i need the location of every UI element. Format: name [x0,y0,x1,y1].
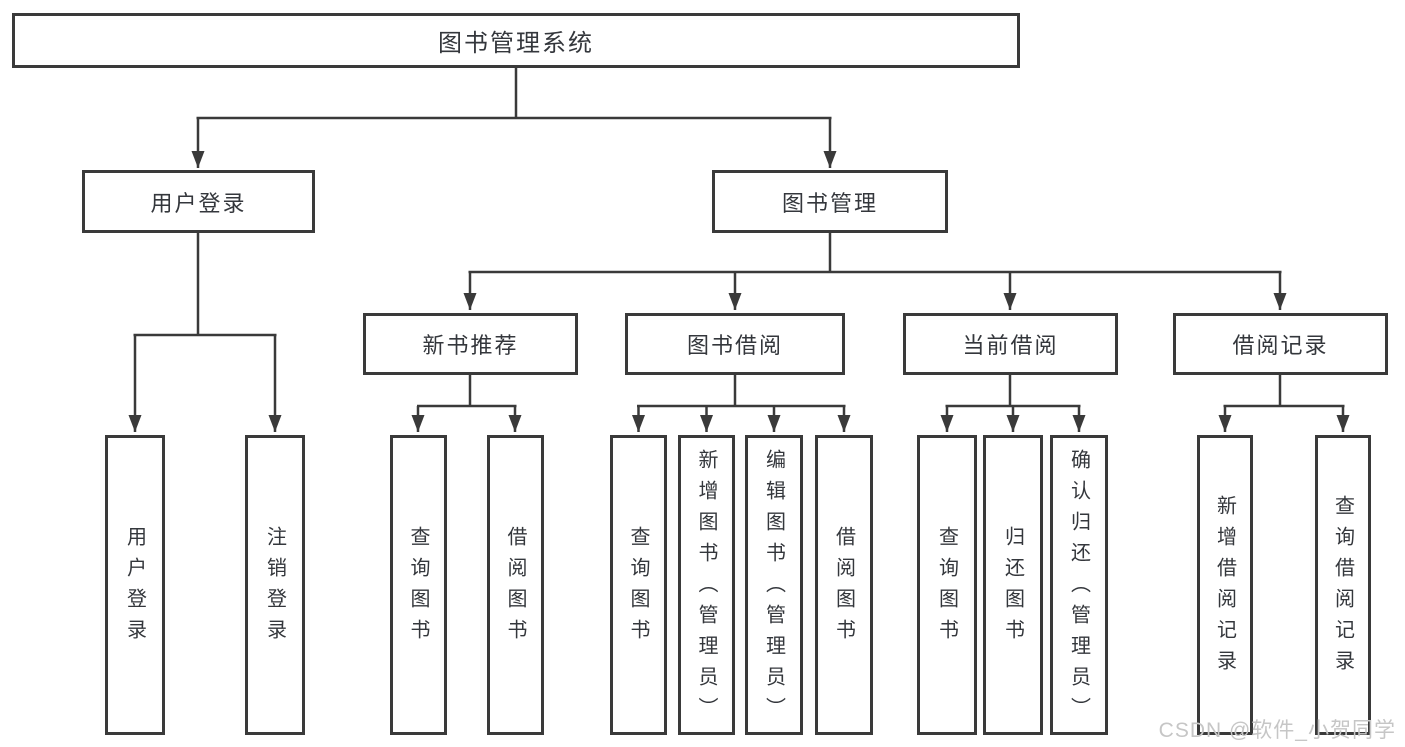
leaf-label: 借阅图书 [832,526,855,650]
leaf-query-books-recommend: 查询图书 [390,435,447,735]
leaf-query-books-current: 查询图书 [917,435,977,735]
leaf-label: 注销登录 [263,526,286,650]
leaf-label: 归还图书 [1001,526,1024,650]
leaf-label: 查询图书 [935,526,958,650]
node-label: 图书借阅 [686,333,783,358]
csdn-watermark: CSDN @软件_小贺同学 [1158,719,1396,742]
node-label: 用户登录 [150,190,247,216]
node-book-management-branch: 图书管理 [712,170,948,233]
leaf-label: 查询图书 [627,526,649,650]
node-root-library-system: 图书管理系统 [12,13,1020,68]
leaf-borrow-books-recommend: 借阅图书 [487,435,544,735]
node-label: 图书管理 [781,190,878,216]
node-new-book-recommend: 新书推荐 [363,313,578,375]
leaf-edit-books-admin: 编辑图书（管理员） [745,435,803,735]
node-borrowing-records: 借阅记录 [1173,313,1388,375]
leaf-label: 用户登录 [123,526,146,650]
node-label: 图书管理系统 [438,30,594,57]
leaf-confirm-return-admin: 确认归还（管理员） [1050,435,1108,735]
leaf-label: 查询图书 [407,526,429,650]
leaf-query-books-borrow: 查询图书 [610,435,667,735]
leaf-borrow-books: 借阅图书 [815,435,873,735]
leaf-label: 确认归还（管理员） [1067,448,1090,728]
node-user-login-branch: 用户登录 [82,170,315,233]
node-book-borrowing: 图书借阅 [625,313,845,375]
node-label: 当前借阅 [962,333,1059,358]
leaf-user-login: 用户登录 [105,435,165,735]
leaf-label: 新增图书（管理员） [695,448,717,728]
leaf-logout: 注销登录 [245,435,305,735]
node-label: 新书推荐 [422,333,519,358]
leaf-label: 借阅图书 [504,526,526,650]
leaf-add-borrow-record: 新增借阅记录 [1197,435,1253,735]
node-label: 借阅记录 [1232,333,1329,358]
leaf-return-books: 归还图书 [983,435,1043,735]
leaf-label: 编辑图书（管理员） [762,448,785,728]
leaf-label: 查询借阅记录 [1331,495,1354,681]
leaf-label: 新增借阅记录 [1213,495,1236,681]
node-current-borrowing: 当前借阅 [903,313,1118,375]
leaf-query-borrow-record: 查询借阅记录 [1315,435,1371,735]
leaf-add-books-admin: 新增图书（管理员） [678,435,735,735]
